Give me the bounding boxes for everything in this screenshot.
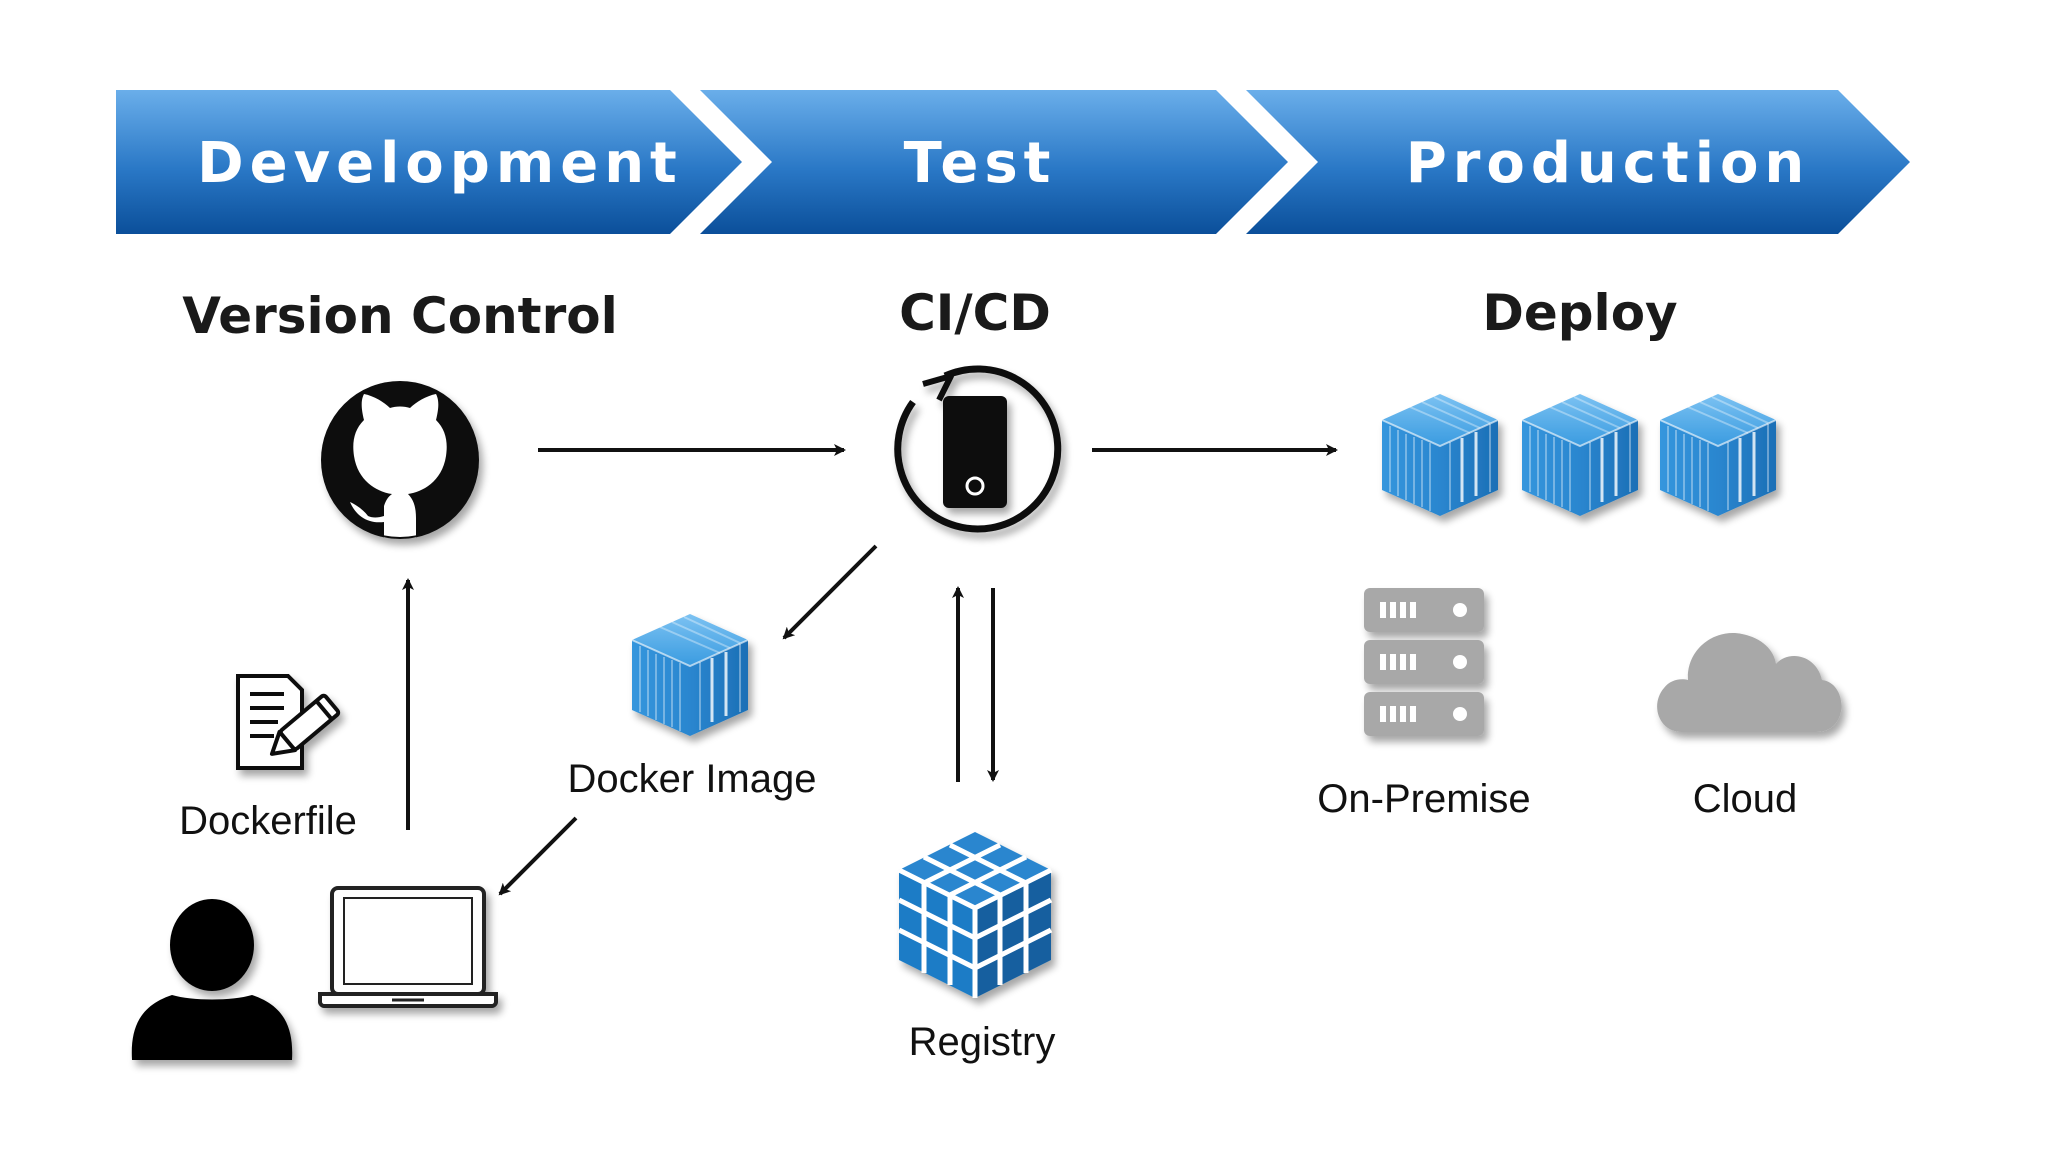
docker-image-label: Docker Image xyxy=(568,757,817,801)
dockerfile-label: Dockerfile xyxy=(179,799,357,843)
docker-container-icon xyxy=(1380,392,1500,518)
registry-label: Registry xyxy=(909,1020,1056,1064)
server-unit xyxy=(1364,692,1484,736)
arrow-docker-image-to-laptop xyxy=(498,816,578,896)
docker-container-icon xyxy=(1658,392,1778,518)
server-rack-icon xyxy=(1364,588,1484,736)
phase-development: Development xyxy=(116,90,742,234)
person-icon xyxy=(131,899,293,1060)
flow-arrows xyxy=(402,444,1338,896)
docker-container-icon xyxy=(1520,392,1640,518)
registry-cubes-icon xyxy=(897,832,1053,998)
phase-banner: Development Test Production xyxy=(116,90,1910,234)
cloud-label: Cloud xyxy=(1693,777,1798,821)
cicd-heading: CI/CD xyxy=(899,284,1051,342)
laptop-icon xyxy=(318,886,498,1008)
server-unit xyxy=(1364,588,1484,632)
ci-cycle-phone-icon xyxy=(894,365,1062,533)
phase-production-label: Production xyxy=(1406,131,1811,196)
cloud-icon xyxy=(1657,633,1842,732)
version-control-heading: Version Control xyxy=(182,287,617,345)
phase-test-label: Test xyxy=(904,131,1057,196)
deploy-heading: Deploy xyxy=(1482,284,1677,342)
on-premise-label: On-Premise xyxy=(1317,777,1530,821)
server-unit xyxy=(1364,640,1484,684)
docker-image-icon xyxy=(630,612,750,738)
phase-development-label: Development xyxy=(197,131,683,196)
document-pencil-icon xyxy=(236,674,341,770)
arrow-cicd-to-docker-image xyxy=(782,544,878,640)
deploy-containers xyxy=(1380,392,1778,518)
github-icon xyxy=(321,381,479,539)
phase-production: Production xyxy=(1246,90,1910,234)
phase-test: Test xyxy=(700,90,1288,234)
